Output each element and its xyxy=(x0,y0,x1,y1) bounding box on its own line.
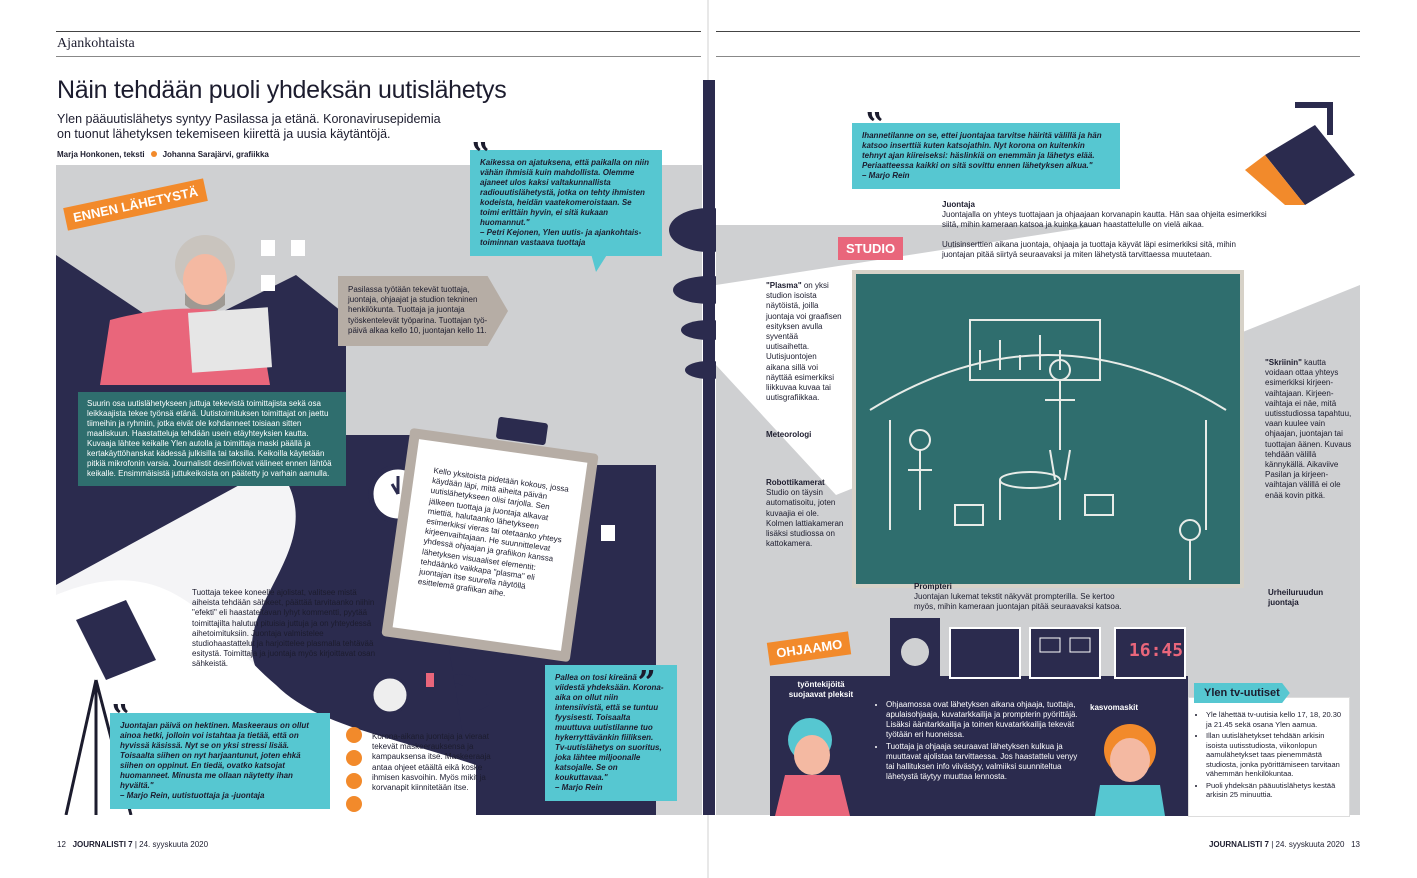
quote-rein-3: Ihannetilanne on se, ettei juontajaa tar… xyxy=(852,123,1120,189)
remote-work-text: Suurin osa uutislähetykseen juttuja teke… xyxy=(78,392,346,486)
robot-title: Robottikamerat xyxy=(766,478,825,487)
shields-label: työntekijöitä suojaavat pleksit xyxy=(788,680,854,700)
quote-mark-2: ‟ xyxy=(112,697,131,735)
footer-right: JOURNALISTI 7 | 24. syyskuuta 2020 13 xyxy=(1209,840,1360,849)
prompter-title: Prompteri xyxy=(914,582,952,591)
page-number-right: 13 xyxy=(1351,840,1360,849)
spotlight-right xyxy=(1245,102,1355,205)
quote-rein-2: Pallea on tosi kireänä viidestä yhdeksää… xyxy=(545,665,677,801)
quote-rein-1: Juontajan päivä on hektinen. Maskeeraus … xyxy=(110,713,330,809)
tv-item: Illan uutislähetykset tehdään arkisin is… xyxy=(1206,731,1344,779)
screen-title: "Skriinin" xyxy=(1265,358,1302,367)
producer-text: Tuottaja tekee koneelle ajolistat, valit… xyxy=(192,588,376,669)
masks-label: kasvomaskit xyxy=(1090,703,1139,712)
control-info-box: Ohjaamossa ovat lähetyksen aikana ohjaaj… xyxy=(876,700,1084,784)
clock-display: 16:45 xyxy=(1128,640,1184,661)
sports-host-label: Urheiluruudun juontaja xyxy=(1268,588,1324,608)
screen-text: "Skriinin" kautta voidaan ottaa yhteys e… xyxy=(1265,358,1355,501)
studio-board xyxy=(852,270,1244,588)
date-left: | 24. syyskuuta 2020 xyxy=(134,840,209,849)
host-text-2: Uutisinserttien aikana juontaja, ohjaaja… xyxy=(942,240,1236,260)
meteorologist-label: Meteorologi xyxy=(766,430,812,439)
host-text: Juontajalla on yhteys tuottajaan ja ohja… xyxy=(942,210,1267,230)
magazine-left: JOURNALISTI 7 xyxy=(72,840,133,849)
plasma-title: "Plasma" xyxy=(766,281,802,290)
lead-text: Ylen pääuutislähetys syntyy Pasilassa ja… xyxy=(57,112,441,141)
graphics-credit: Johanna Sarajärvi, grafiikka xyxy=(162,150,269,159)
quote-mark-3: „ xyxy=(638,645,657,683)
page-title: Näin tehdään puoli yhdeksän uutislähetys xyxy=(57,76,507,104)
tv-item: Yle lähettää tv-uutisia kello 17, 18, 20… xyxy=(1206,710,1344,729)
quote-kejonen: Kaikessa on ajatuksena, että paikalla on… xyxy=(470,150,662,256)
tv-item: Puoli yhdeksän pääuutislähetys kestää ar… xyxy=(1206,781,1344,800)
section-label: Ajankohtaista xyxy=(57,36,135,51)
magazine-right: JOURNALISTI 7 xyxy=(1208,840,1269,849)
speech-tail xyxy=(590,250,610,272)
control-staff xyxy=(775,718,1165,816)
control-text-2: Tuottaja ja ohjaaja seuraavat lähetyksen… xyxy=(886,742,1084,782)
quote-mark-1: ‟ xyxy=(472,135,491,173)
studio-sketch xyxy=(869,319,1227,580)
tag-studio: STUDIO xyxy=(838,237,904,260)
orange-dots xyxy=(346,727,362,812)
control-text-1: Ohjaamossa ovat lähetyksen aikana ohjaaj… xyxy=(886,700,1084,740)
host-title: Juontaja xyxy=(942,200,975,209)
footer-left: 12 JOURNALISTI 7 | 24. syyskuuta 2020 xyxy=(57,840,208,849)
plasma-text: "Plasma" on yksi studion isoista näytöis… xyxy=(766,281,842,403)
plasma-desc: on yksi studion isoista näytöistä, joill… xyxy=(766,281,842,403)
byline: Marja Honkonen, teksti Johanna Sarajärvi,… xyxy=(57,150,269,159)
makeup-icons xyxy=(370,673,490,720)
tv-news-box xyxy=(1188,697,1350,817)
reporter-illustration xyxy=(100,235,272,385)
makeup-text: Korona-aikana juontaja ja vieraat tekevä… xyxy=(372,732,491,793)
prompter-desc: Juontajan lukemat tekstit näkyvät prompt… xyxy=(914,592,1122,612)
quote-mark-4: ‟ xyxy=(866,105,885,143)
tv-news-title: Ylen tv-uutiset xyxy=(1194,683,1290,703)
tv-news-list: Yle lähettää tv-uutisia kello 17, 18, 20… xyxy=(1196,710,1344,802)
robot-desc: Studio on täysin automatisoitu, joten ku… xyxy=(766,488,844,549)
date-right: | 24. syyskuuta 2020 xyxy=(1271,840,1345,849)
control-monitors xyxy=(890,618,1186,679)
pasila-text: Pasilassa työtään tekevät tuottaja, juon… xyxy=(348,285,488,335)
author: Marja Honkonen, teksti xyxy=(57,150,145,159)
pasila-box xyxy=(338,276,508,346)
page-number-left: 12 xyxy=(57,840,66,849)
screen-desc: kautta voidaan ottaa yhteys esimerkiksi … xyxy=(1265,358,1352,500)
meeting-text: Kello yksitoista pidetään kokous, jossa … xyxy=(417,465,570,599)
